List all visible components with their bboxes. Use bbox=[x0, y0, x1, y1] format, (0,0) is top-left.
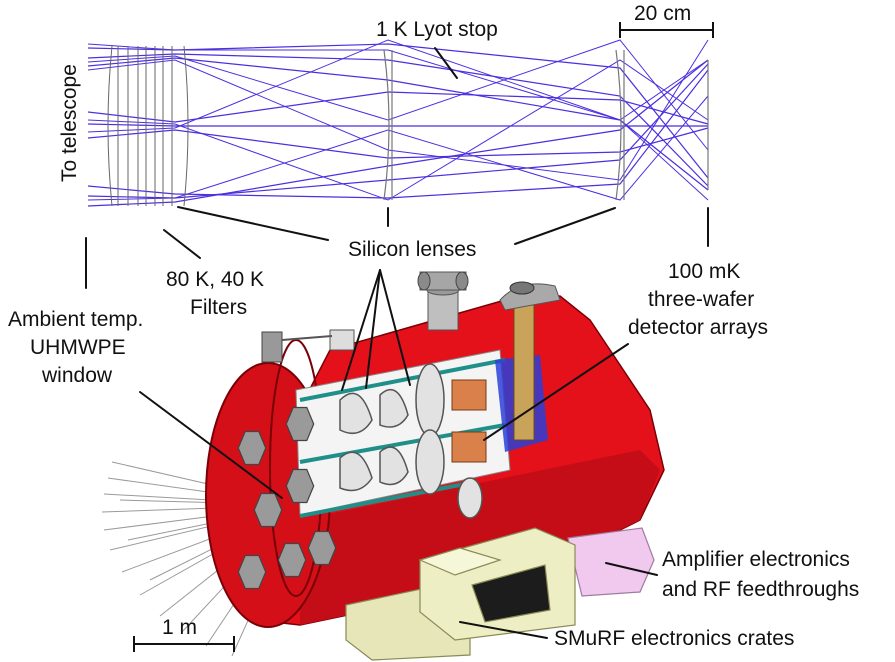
filter-plates bbox=[107, 45, 189, 207]
label-detector-line3: detector arrays bbox=[628, 316, 768, 339]
label-detector-line1: 100 mK bbox=[668, 260, 740, 283]
hex-window bbox=[237, 554, 267, 590]
hex-window bbox=[277, 542, 307, 578]
scale-bar-1m bbox=[133, 636, 235, 652]
label-to-telescope: To telescope bbox=[58, 64, 81, 182]
detector-arrays bbox=[451, 379, 487, 463]
cryostat-cutaway bbox=[101, 271, 665, 661]
label-filters-line2: Filters bbox=[190, 296, 247, 319]
label-window-line1: Ambient temp. bbox=[8, 308, 143, 331]
ray-path bbox=[87, 57, 709, 191]
ray-bundles bbox=[87, 39, 709, 207]
label-scale-1m: 1 m bbox=[162, 616, 197, 639]
top-ports bbox=[261, 271, 561, 363]
lens-tubes bbox=[339, 363, 483, 519]
label-amplifier-line1: Amplifier electronics bbox=[662, 548, 850, 571]
label-detector-line2: three-wafer bbox=[648, 288, 754, 311]
label-silicon-lenses: Silicon lenses bbox=[348, 238, 476, 261]
ray-path bbox=[87, 39, 709, 201]
ray-lens-outlines bbox=[383, 49, 709, 201]
label-window-line2: UHMWPE bbox=[30, 336, 126, 359]
hexagonal-windows bbox=[237, 406, 337, 590]
leader-lines bbox=[85, 47, 709, 639]
hex-window bbox=[285, 468, 315, 504]
ray-path bbox=[87, 53, 709, 187]
scale-bar-20cm bbox=[619, 22, 714, 38]
amplifier-electronics bbox=[567, 527, 655, 597]
cryostat-body-shadow bbox=[300, 450, 660, 625]
labels: To telescope 1 K Lyot stop 20 cm Silicon… bbox=[8, 2, 859, 650]
hex-window bbox=[285, 406, 315, 442]
label-smurf: SMuRF electronics crates bbox=[554, 627, 794, 650]
label-lyot-stop: 1 K Lyot stop bbox=[376, 18, 498, 41]
optical-ray-trace bbox=[87, 22, 714, 207]
label-window-line3: window bbox=[41, 364, 113, 387]
label-amplifier-line2: and RF feedthroughs bbox=[662, 578, 859, 601]
thermal-shields bbox=[299, 358, 506, 518]
label-scale-20cm: 20 cm bbox=[634, 2, 691, 25]
smurf-crates bbox=[345, 527, 576, 661]
hex-window bbox=[237, 430, 267, 466]
label-filters-line1: 80 K, 40 K bbox=[166, 268, 264, 291]
hex-window bbox=[307, 530, 337, 566]
